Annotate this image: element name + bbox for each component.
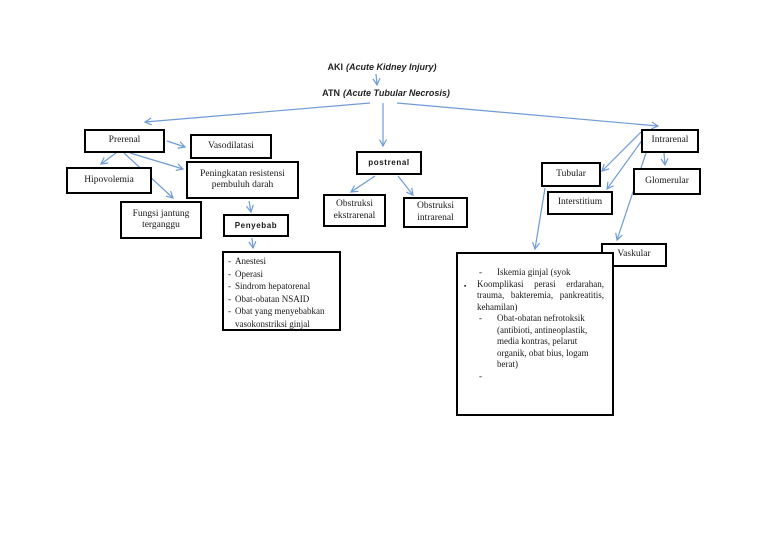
- node-hipovolemia: Hipovolemia: [66, 167, 152, 194]
- aki-title: AKI(Acute Kidney Injury): [327, 62, 436, 72]
- node-peningkatan-label: Peningkatan resistensi pembuluh darah: [200, 168, 285, 190]
- dash-bullet: -: [228, 268, 231, 279]
- arrow-atn-to-prerenal: [143, 102, 371, 126]
- dash-bullet: -: [479, 370, 482, 381]
- aki-full-name: (Acute Kidney Injury): [345, 62, 437, 72]
- arrow-peningkatan-to-penyebab: [245, 200, 254, 214]
- node-tubular-label: Tubular: [556, 168, 586, 179]
- arrow-prerenal-to-vasodilatasi: [166, 140, 187, 149]
- node-hipovolemia-label: Hipovolemia: [84, 174, 134, 185]
- cause-sindrom: Sindrom hepatorenal: [235, 281, 311, 292]
- node-vaskular-label: Vaskular: [617, 249, 651, 260]
- arrow-prerenal-to-hipovolemia: [99, 152, 117, 165]
- node-prerenal: Prerenal: [84, 129, 165, 153]
- node-postrenal: postrenal: [356, 151, 422, 175]
- list-item: - Sindrom hepatorenal: [228, 280, 336, 293]
- node-postrenal-label: postrenal: [368, 158, 410, 168]
- node-intrarenal: Intrarenal: [641, 129, 699, 153]
- node-fungsi-jantung-label: Fungsi jantung terganggu: [132, 208, 190, 230]
- cause-nsaid: Obat-obatan NSAID: [235, 293, 310, 304]
- node-obstruksi-intrarenal-label: Obstruksi intrarenal: [417, 201, 454, 223]
- cause-komplikasi: Koomplikasi perasi erdarahan, trauma, ba…: [477, 278, 604, 312]
- cause-iskemia: Iskemia ginjal (syok: [497, 267, 571, 277]
- arrow-postrenal-to-ekstrarenal: [349, 175, 376, 193]
- square-bullet: ▪: [464, 282, 467, 290]
- tubular-causes-box: - Iskemia ginjal (syok ▪ Koomplikasi per…: [456, 252, 614, 416]
- arrow-postrenal-to-intrarenal-obstruksi: [397, 175, 414, 196]
- arrow-aki-to-atn: [372, 73, 381, 87]
- cause-operasi: Operasi: [235, 268, 263, 279]
- arrow-intrarenal-to-vaskular: [615, 152, 647, 242]
- node-glomerular-label: Glomerular: [645, 175, 689, 186]
- node-prerenal-label: Prerenal: [108, 135, 141, 146]
- dash-bullet: -: [228, 256, 231, 266]
- dash-bullet: -: [479, 267, 482, 277]
- node-interstitium: Interstitium: [547, 191, 613, 215]
- arrow-atn-to-intrarenal: [396, 102, 660, 130]
- cause-anestesi: Anestesi: [235, 256, 266, 266]
- node-obstruksi-intrarenal: Obstruksi intrarenal: [403, 197, 468, 228]
- cause-empty: [497, 371, 608, 383]
- atn-full-name: (Acute Tubular Necrosis): [342, 88, 450, 98]
- node-vasodilatasi-label: Vasodilatasi: [208, 140, 254, 151]
- dash-bullet: -: [228, 281, 231, 292]
- node-obstruksi-ekstrarenal: Obstruksi ekstrarenal: [323, 194, 386, 227]
- node-penyebab-label: Penyebab: [234, 220, 278, 230]
- list-item: - Obat-obatan nefrotoksik (antibioti, an…: [458, 313, 608, 371]
- node-interstitium-label: Interstitium: [557, 197, 603, 208]
- arrow-intrarenal-to-tubular: [601, 131, 642, 172]
- node-obstruksi-ekstrarenal-label: Obstruksi ekstrarenal: [333, 199, 376, 221]
- dash-bullet: -: [228, 293, 231, 304]
- node-glomerular: Glomerular: [633, 168, 701, 195]
- list-item: - Iskemia ginjal (syok: [458, 267, 608, 279]
- penyebab-causes-box: - Anestesi - Operasi - Sindrom hepatoren…: [222, 251, 341, 331]
- list-item: - Obat-obatan NSAID: [228, 293, 336, 306]
- node-penyebab: Penyebab: [223, 214, 289, 237]
- list-item: - Operasi: [228, 268, 336, 281]
- dash-bullet: -: [228, 306, 231, 317]
- arrow-tubular-to-causes: [532, 187, 546, 251]
- arrow-penyebab-to-causes: [248, 237, 257, 250]
- dash-bullet: -: [479, 313, 482, 323]
- node-intrarenal-label: Intrarenal: [651, 135, 689, 146]
- node-tubular: Tubular: [541, 162, 601, 187]
- list-item: -: [458, 371, 608, 383]
- node-peningkatan-resistensi: Peningkatan resistensi pembuluh darah: [186, 161, 299, 199]
- arrow-intrarenal-to-glomerular: [660, 152, 669, 167]
- node-vasodilatasi: Vasodilatasi: [190, 134, 272, 159]
- atn-abbr: ATN: [322, 88, 340, 98]
- list-item: - Anestesi: [228, 255, 336, 268]
- node-fungsi-jantung: Fungsi jantung terganggu: [120, 201, 202, 239]
- aki-abbr: AKI: [327, 62, 343, 72]
- cause-nefrotoksik: Obat-obatan nefrotoksik (antibioti, anti…: [497, 313, 589, 369]
- list-item: ▪ Koomplikasi perasi erdarahan, trauma, …: [458, 279, 608, 314]
- cause-vasokonstriksi: Obat yang menyebabkan vasokonstriksi gin…: [235, 306, 325, 329]
- atn-title: ATN(Acute Tubular Necrosis): [322, 88, 450, 98]
- list-item: - Obat yang menyebabkan vasokonstriksi g…: [228, 305, 336, 330]
